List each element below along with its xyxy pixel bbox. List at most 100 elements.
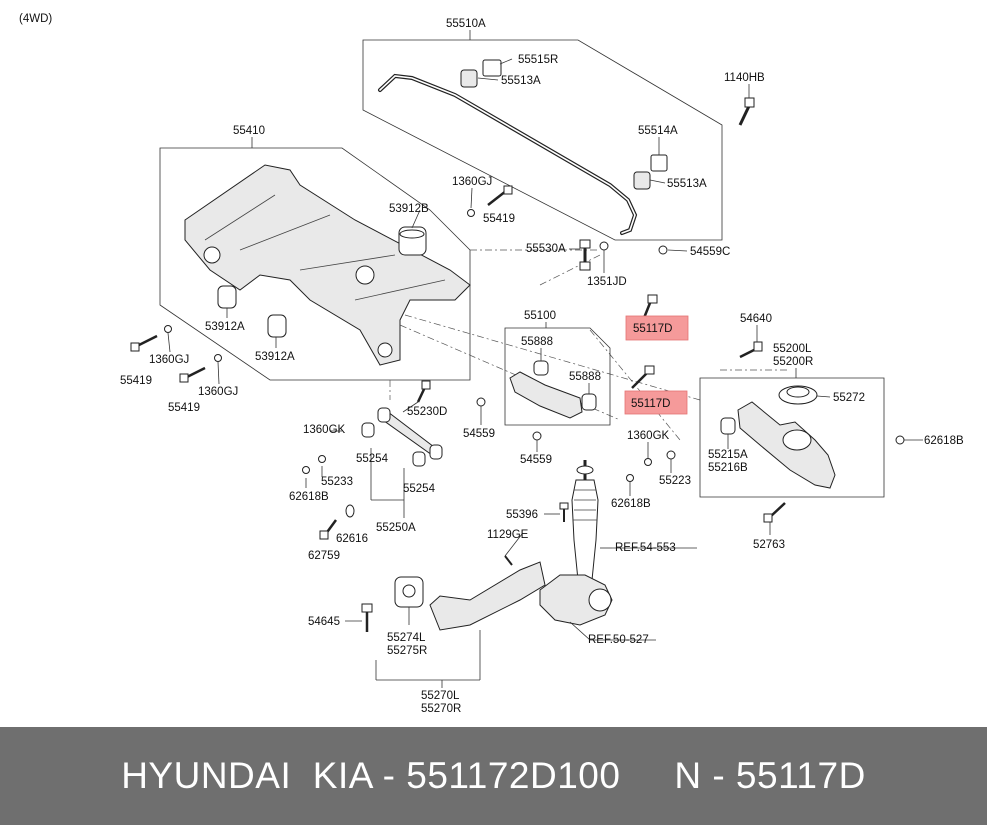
lower-arm-group: [626, 325, 923, 535]
bracket-55514A: [650, 154, 668, 172]
bolt-54640: [739, 341, 763, 359]
label-55515R: 55515R: [518, 54, 558, 66]
label-55200R: 55200R: [773, 356, 813, 368]
upper-arm-group: [476, 322, 611, 452]
bolt-55419-a: [130, 325, 172, 352]
label-62616: 62616: [336, 533, 368, 545]
shock-absorber-area: [504, 460, 697, 641]
highlight-55117D-a: [625, 315, 689, 341]
bushing-53912A-left: [217, 285, 237, 309]
label-55419-a: 55419: [120, 375, 152, 387]
label-62759: 62759: [308, 550, 340, 562]
label-55254-b: 55254: [403, 483, 436, 495]
label-ref-50-527: REF.50-527: [588, 634, 649, 646]
label-55233: 55233: [321, 476, 353, 488]
label-55396: 55396: [506, 509, 538, 521]
label-1129GE: 1129GE: [487, 529, 529, 541]
label-1360GJ-top: 1360GJ: [452, 176, 492, 188]
bolt-55117D-group: [624, 294, 689, 415]
bushing-55888-a: [533, 360, 549, 376]
part-labels: 55510A 55515R 55513A 1140HB 55514A 55513…: [120, 18, 964, 715]
label-55513A-top: 55513A: [501, 75, 541, 87]
crossmember-group-frame: [159, 147, 471, 381]
label-55215A: 55215A: [708, 449, 748, 461]
label-55117D-a: 55117D: [633, 323, 672, 335]
parts-diagram: (4WD): [19, 13, 964, 715]
label-1140HB: 1140HB: [724, 72, 765, 84]
rear-crossmember: [184, 164, 471, 366]
label-62618B-l: 62618B: [289, 491, 329, 503]
label-1360GJ-a: 1360GJ: [149, 354, 189, 366]
label-54640: 54640: [740, 313, 772, 325]
bushing-55254-b: [412, 451, 426, 467]
label-55100: 55100: [524, 310, 556, 322]
variant-label: (4WD): [19, 13, 52, 25]
crossmember-group: [130, 137, 513, 385]
label-55274L: 55274L: [387, 632, 426, 644]
label-52763: 52763: [753, 539, 785, 551]
bolt-55419-b: [179, 354, 222, 383]
label-53912B: 53912B: [389, 203, 429, 215]
bolt-62759: [319, 519, 338, 540]
stabilizer-bar-group: [362, 30, 755, 241]
label-55230D: 55230D: [407, 406, 447, 418]
label-62618B-m: 62618B: [611, 498, 651, 510]
part-number-text: HYUNDAI KIA - 551172D100 N - 55117D: [121, 755, 866, 796]
label-55200L: 55200L: [773, 343, 812, 355]
label-53912A-a: 53912A: [205, 321, 245, 333]
label-1360GJ-b: 1360GJ: [198, 386, 238, 398]
bracket-55515R: [482, 59, 502, 77]
stabilizer-link-55530A: [569, 239, 688, 273]
label-54559C: 54559C: [690, 246, 730, 258]
highlight-55117D-b: [624, 390, 688, 415]
label-55117D-b: 55117D: [631, 398, 670, 410]
label-55530A: 55530A: [526, 243, 566, 255]
upper-arm-55100: [509, 371, 583, 419]
label-55275R: 55275R: [387, 645, 427, 657]
label-55272: 55272: [833, 392, 865, 404]
label-55513A-mid: 55513A: [667, 178, 707, 190]
label-55270R: 55270R: [421, 703, 461, 715]
stabilizer-group-frame: [362, 39, 723, 241]
label-55888-b: 55888: [569, 371, 601, 383]
label-54645: 54645: [308, 616, 340, 628]
trailing-arm-group: [345, 561, 546, 688]
bolt-1140HB: [738, 97, 755, 126]
trailing-link-group: [302, 380, 443, 540]
label-ref-54-553: REF.54-553: [615, 542, 676, 554]
label-55419-top: 55419: [483, 213, 515, 225]
upper-arm-group-frame: [504, 327, 611, 426]
spring-seat-55272: [778, 385, 818, 405]
label-1360GK-r: 1360GK: [627, 430, 670, 442]
bolt-55230D: [416, 380, 431, 403]
bushing-55513A-mid: [633, 171, 651, 190]
label-54559-b: 54559: [520, 454, 552, 466]
label-55254-a: 55254: [356, 453, 389, 465]
label-53912A-b: 53912A: [255, 351, 295, 363]
label-55419-b: 55419: [168, 402, 200, 414]
bushing-55888-b: [581, 393, 597, 411]
trailing-arm-55270: [429, 561, 546, 631]
label-1351JD: 1351JD: [587, 276, 627, 288]
part-number-banner: HYUNDAI KIA - 551172D100 N - 55117D: [0, 727, 987, 825]
label-55514A: 55514A: [638, 125, 678, 137]
label-55410: 55410: [233, 125, 265, 137]
label-55510A: 55510A: [446, 18, 486, 30]
bushing-55513A-top: [460, 69, 478, 88]
bolt-55396: [559, 502, 569, 522]
shock-absorber: [571, 479, 599, 581]
lower-arm-group-frame: [699, 377, 885, 498]
label-55223: 55223: [659, 475, 691, 487]
label-62618B-r: 62618B: [924, 435, 964, 447]
label-55216B: 55216B: [708, 462, 748, 474]
label-1360GK-l: 1360GK: [303, 424, 346, 436]
bolt-55419-top: [467, 185, 513, 217]
bushing-55215A: [720, 417, 736, 435]
bolt-52763: [763, 502, 786, 523]
label-55270L: 55270L: [421, 690, 460, 702]
bushing-55254-a: [361, 422, 375, 438]
bolt-54645: [361, 603, 373, 632]
label-55250A: 55250A: [376, 522, 416, 534]
label-54559-a: 54559: [463, 428, 495, 440]
bushing-53912A-right: [267, 314, 287, 338]
